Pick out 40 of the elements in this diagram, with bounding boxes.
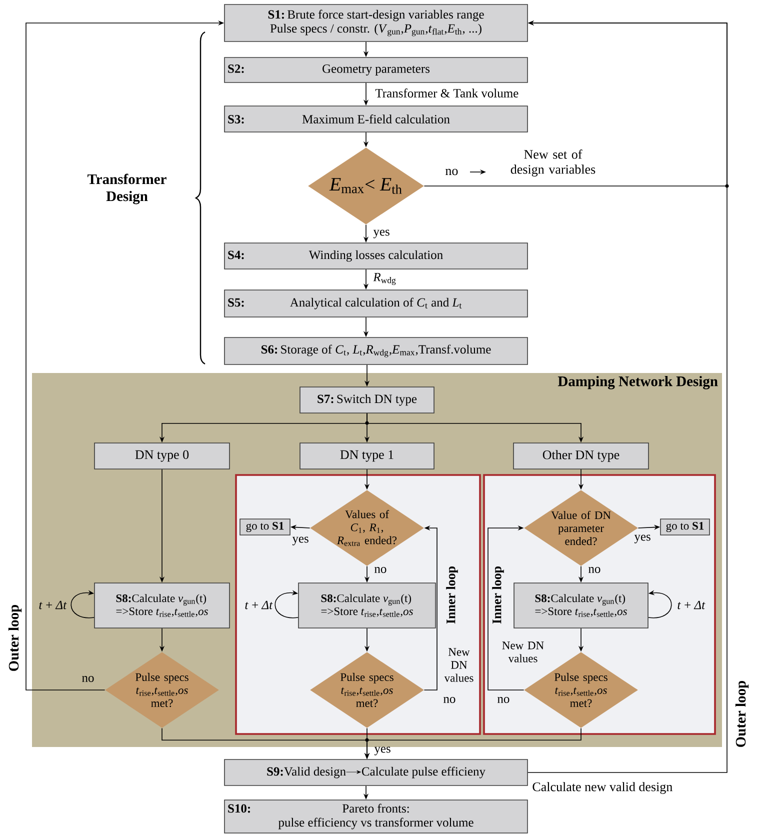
edge-label: no <box>374 567 386 574</box>
step-box: S2: Geometry parameters <box>224 57 528 83</box>
edge-label: no <box>498 697 510 704</box>
step-box: S8:Calculate v$_{gun}$(t) =>Store t$_{rise}$,t$_{settle}$,os <box>514 582 648 628</box>
process-box: DN type 0 <box>94 442 230 470</box>
process-box: Other DN type <box>513 442 649 470</box>
edge-label: t + Δt <box>39 600 67 610</box>
edge-label: t + Δt <box>678 600 706 610</box>
step-box: S5: Analytical calculation of C$_{t}$ and L$_{t}$ <box>224 290 528 318</box>
step-box: S1: Brute force start-design variables range Pulse specs / constr. (V$_{gun}$,P$_{gun}$,t$_{flat}$,E$_{th}$, ...) <box>224 4 528 42</box>
edge-label: yes <box>373 230 390 238</box>
edge-label: yes <box>374 746 390 756</box>
step-box: S4: Winding losses calculation <box>224 242 528 270</box>
arrow <box>488 525 524 690</box>
step-box: S6: Storage of C$_{t}$, L$_{t}$,R$_{wdg}$,E$_{max}$,Transf.volume <box>224 337 528 365</box>
edge-label: yes <box>292 536 308 546</box>
section-label: Transformer Design <box>88 174 166 204</box>
process-box: DN type 1 <box>300 442 434 470</box>
step-box: S7: Switch DN type <box>300 386 434 414</box>
edge-label: no <box>443 697 456 704</box>
loop-arrow <box>274 590 298 618</box>
edge-label: no <box>82 676 94 682</box>
edge-label: t + Δt <box>245 600 273 610</box>
step-box: S10: Pareto fronts: pulse efficiency vs transformer volume <box>224 800 528 834</box>
edge-label: Calculate new valid design <box>532 782 672 794</box>
step-box: S8:Calculate v$_{gun}$(t) =>Store t$_{rise}$,t$_{settle}$,os <box>298 582 436 628</box>
loop-arrow <box>70 590 94 618</box>
edge-label: no <box>588 567 600 574</box>
step-box: S3: Maximum E-field calculation <box>224 106 528 132</box>
edge-label: Transformer & Tank volume <box>375 88 518 98</box>
note-text: New set of design variables <box>510 150 596 176</box>
edge-label: no <box>446 168 458 176</box>
note-text: New DN values <box>444 648 474 682</box>
step-box: S9:Valid design Calculate pulse efficieny <box>224 759 528 786</box>
loop-label: Outer loop <box>735 680 749 747</box>
goto-box: go to S1 <box>240 518 290 536</box>
edge-label: R$_{wdg}$ <box>373 273 396 285</box>
step-box: S8:Calculate v$_{gun}$(t) =>Store t$_{rise}$,t$_{settle}$,os <box>94 582 230 628</box>
goto-box: go to S1 <box>660 518 710 536</box>
loop-label: Outer loop <box>8 604 22 671</box>
